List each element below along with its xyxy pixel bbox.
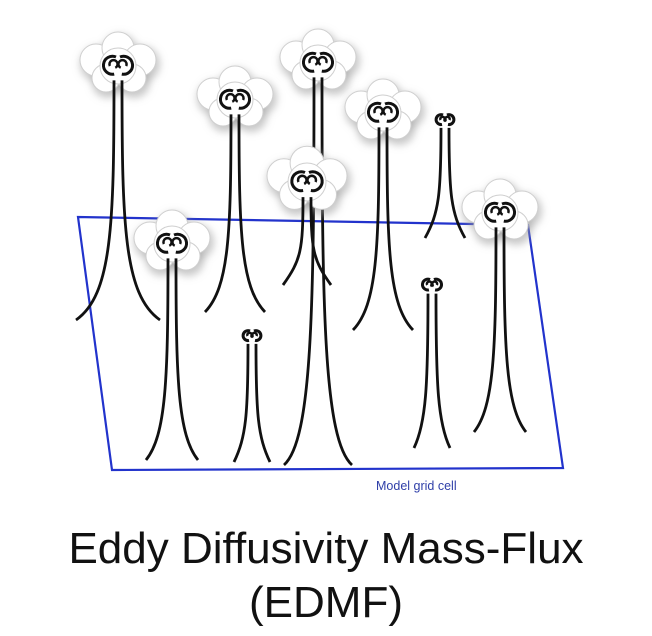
diagram-title-line2: (EDMF)	[0, 578, 652, 628]
updraft-plume	[234, 331, 270, 462]
plume-stem	[425, 128, 465, 238]
plume-stem	[353, 127, 413, 330]
updraft-plume	[345, 79, 425, 330]
plume-stem	[234, 344, 270, 462]
updraft-plume	[267, 146, 351, 285]
eddy-swirl	[436, 115, 454, 125]
updraft-plume	[134, 210, 214, 460]
updraft-plumes	[76, 29, 542, 465]
updraft-plume	[197, 66, 277, 312]
plume-stem	[76, 80, 160, 320]
edmf-diagram	[0, 0, 652, 500]
plume-stem	[205, 114, 265, 312]
eddy-swirl	[243, 331, 261, 341]
diagram-title-line1: Eddy Diffusivity Mass-Flux	[0, 524, 652, 574]
plume-stem	[414, 294, 450, 448]
updraft-plume	[76, 32, 160, 320]
updraft-plume	[414, 279, 450, 448]
eddy-swirl	[422, 279, 441, 290]
plume-stem	[474, 227, 526, 432]
updraft-plume	[462, 179, 542, 432]
plume-stem	[284, 77, 352, 465]
updraft-plume	[425, 115, 465, 238]
grid-cell-label: Model grid cell	[376, 479, 457, 493]
updraft-plume	[280, 29, 360, 465]
plume-stem	[146, 258, 198, 460]
